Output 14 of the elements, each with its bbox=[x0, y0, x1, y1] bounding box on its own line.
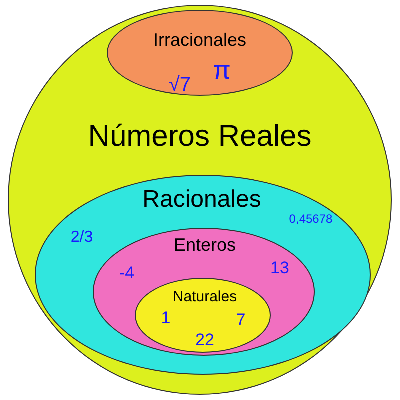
number-label: 1 bbox=[161, 310, 171, 326]
set-label: Números Reales bbox=[88, 122, 312, 152]
number-label: 2/3 bbox=[70, 230, 94, 246]
set-label: Irracionales bbox=[153, 31, 247, 49]
number-label: 22 bbox=[196, 332, 214, 348]
set-label: Enteros bbox=[174, 236, 236, 254]
number-label: π bbox=[213, 57, 231, 83]
number-label: -4 bbox=[119, 264, 135, 282]
set-label: Racionales bbox=[142, 188, 262, 212]
set-label: Naturales bbox=[172, 290, 238, 304]
number-label: √7 bbox=[168, 75, 192, 95]
number-label: 0,45678 bbox=[289, 213, 333, 225]
number-label: 13 bbox=[270, 260, 290, 276]
number-label: 7 bbox=[236, 312, 246, 328]
